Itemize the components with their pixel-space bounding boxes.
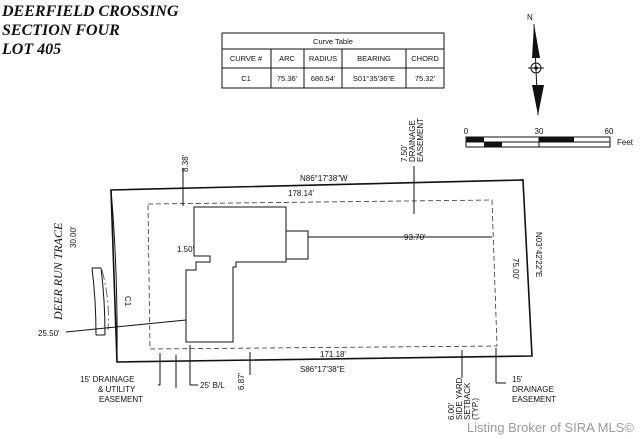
left-easement-line1: 15' DRAINAGE bbox=[80, 375, 134, 384]
top-drainage-text: DRAINAGE bbox=[408, 120, 417, 162]
lot-title: LOT 405 bbox=[1, 41, 61, 58]
left-offset-dimension: 25.50' bbox=[38, 329, 60, 338]
road-frontage-length: 30.00' bbox=[69, 226, 78, 248]
side-setback-text: SIDE YARD bbox=[455, 377, 464, 420]
side-top-dimension: 8.38' bbox=[181, 154, 190, 172]
north-arrow-icon: N bbox=[527, 13, 544, 116]
house-footprint bbox=[185, 206, 287, 343]
lot-boundary bbox=[110, 179, 533, 363]
rear-easement-line2: DRAINAGE bbox=[512, 385, 554, 394]
curve-label: C1 bbox=[123, 296, 132, 307]
scale-tick-label: 30 bbox=[535, 127, 544, 136]
curve-table-cell: 75.32' bbox=[415, 74, 436, 83]
curve-table-header: ARC bbox=[279, 54, 295, 63]
garage-pad bbox=[285, 230, 309, 260]
top-bearing: N86°17'38"W bbox=[300, 174, 348, 183]
rear-easement-line1: 15' bbox=[512, 375, 523, 384]
side-setback-text: SETBACK bbox=[463, 382, 472, 420]
scale-unit: Feet bbox=[617, 138, 634, 147]
scale-bar: 0 30 60 Feet bbox=[464, 127, 634, 148]
mls-watermark: Listing Broker of SIRA MLS© bbox=[466, 420, 634, 435]
bottom-bearing: S86°17'38"E bbox=[300, 365, 345, 374]
top-drainage-text: EASEMENT bbox=[416, 118, 425, 162]
subdivision-title: DEERFIELD CROSSING bbox=[1, 3, 179, 20]
offset-dimension-line bbox=[65, 319, 187, 333]
svg-text:N: N bbox=[527, 13, 533, 22]
left-easement-line2: & UTILITY bbox=[98, 385, 136, 394]
curve-table-header: CHORD bbox=[411, 54, 439, 63]
house-to-rear-dimension: 93.70' bbox=[404, 233, 426, 242]
curve-table: Curve Table CURVE # ARC RADIUS BEARING C… bbox=[221, 32, 445, 89]
right-length: 75.00' bbox=[511, 258, 520, 280]
curve-table-cell: C1 bbox=[241, 74, 251, 83]
side-bottom-dimension: 6.87' bbox=[237, 372, 246, 390]
curve-table-cell: 686.54' bbox=[311, 74, 336, 83]
right-bearing: N03°42'22"E bbox=[534, 232, 543, 277]
curve-table-header: BEARING bbox=[357, 54, 391, 63]
curve-table-header: CURVE # bbox=[230, 54, 263, 63]
scale-tick-label: 0 bbox=[464, 127, 469, 136]
curve-table-cell: S01°35'36"E bbox=[353, 74, 395, 83]
scale-tick-label: 60 bbox=[605, 127, 614, 136]
jog-dimension: 1.50' bbox=[177, 245, 195, 254]
curve-table-cell: 75.36' bbox=[277, 74, 298, 83]
rear-easement-line3: EASEMENT bbox=[512, 395, 556, 404]
side-setback-text: (TYP.) bbox=[471, 398, 480, 420]
setback-line bbox=[147, 199, 498, 350]
bottom-length: 171.18' bbox=[320, 350, 346, 359]
curve-table-caption: Curve Table bbox=[313, 37, 353, 46]
section-title: SECTION FOUR bbox=[2, 22, 120, 39]
side-setback-dimension: 6.00' bbox=[447, 402, 456, 420]
curve-table-header: RADIUS bbox=[309, 54, 337, 63]
road-name: DEER RUN TRACE bbox=[51, 222, 65, 321]
top-length: 178.14' bbox=[288, 189, 314, 198]
left-easement-line3: EASEMENT bbox=[99, 395, 143, 404]
top-drainage-dim: 7.50' bbox=[400, 144, 409, 162]
building-line-label: 25' B/L bbox=[200, 381, 225, 390]
